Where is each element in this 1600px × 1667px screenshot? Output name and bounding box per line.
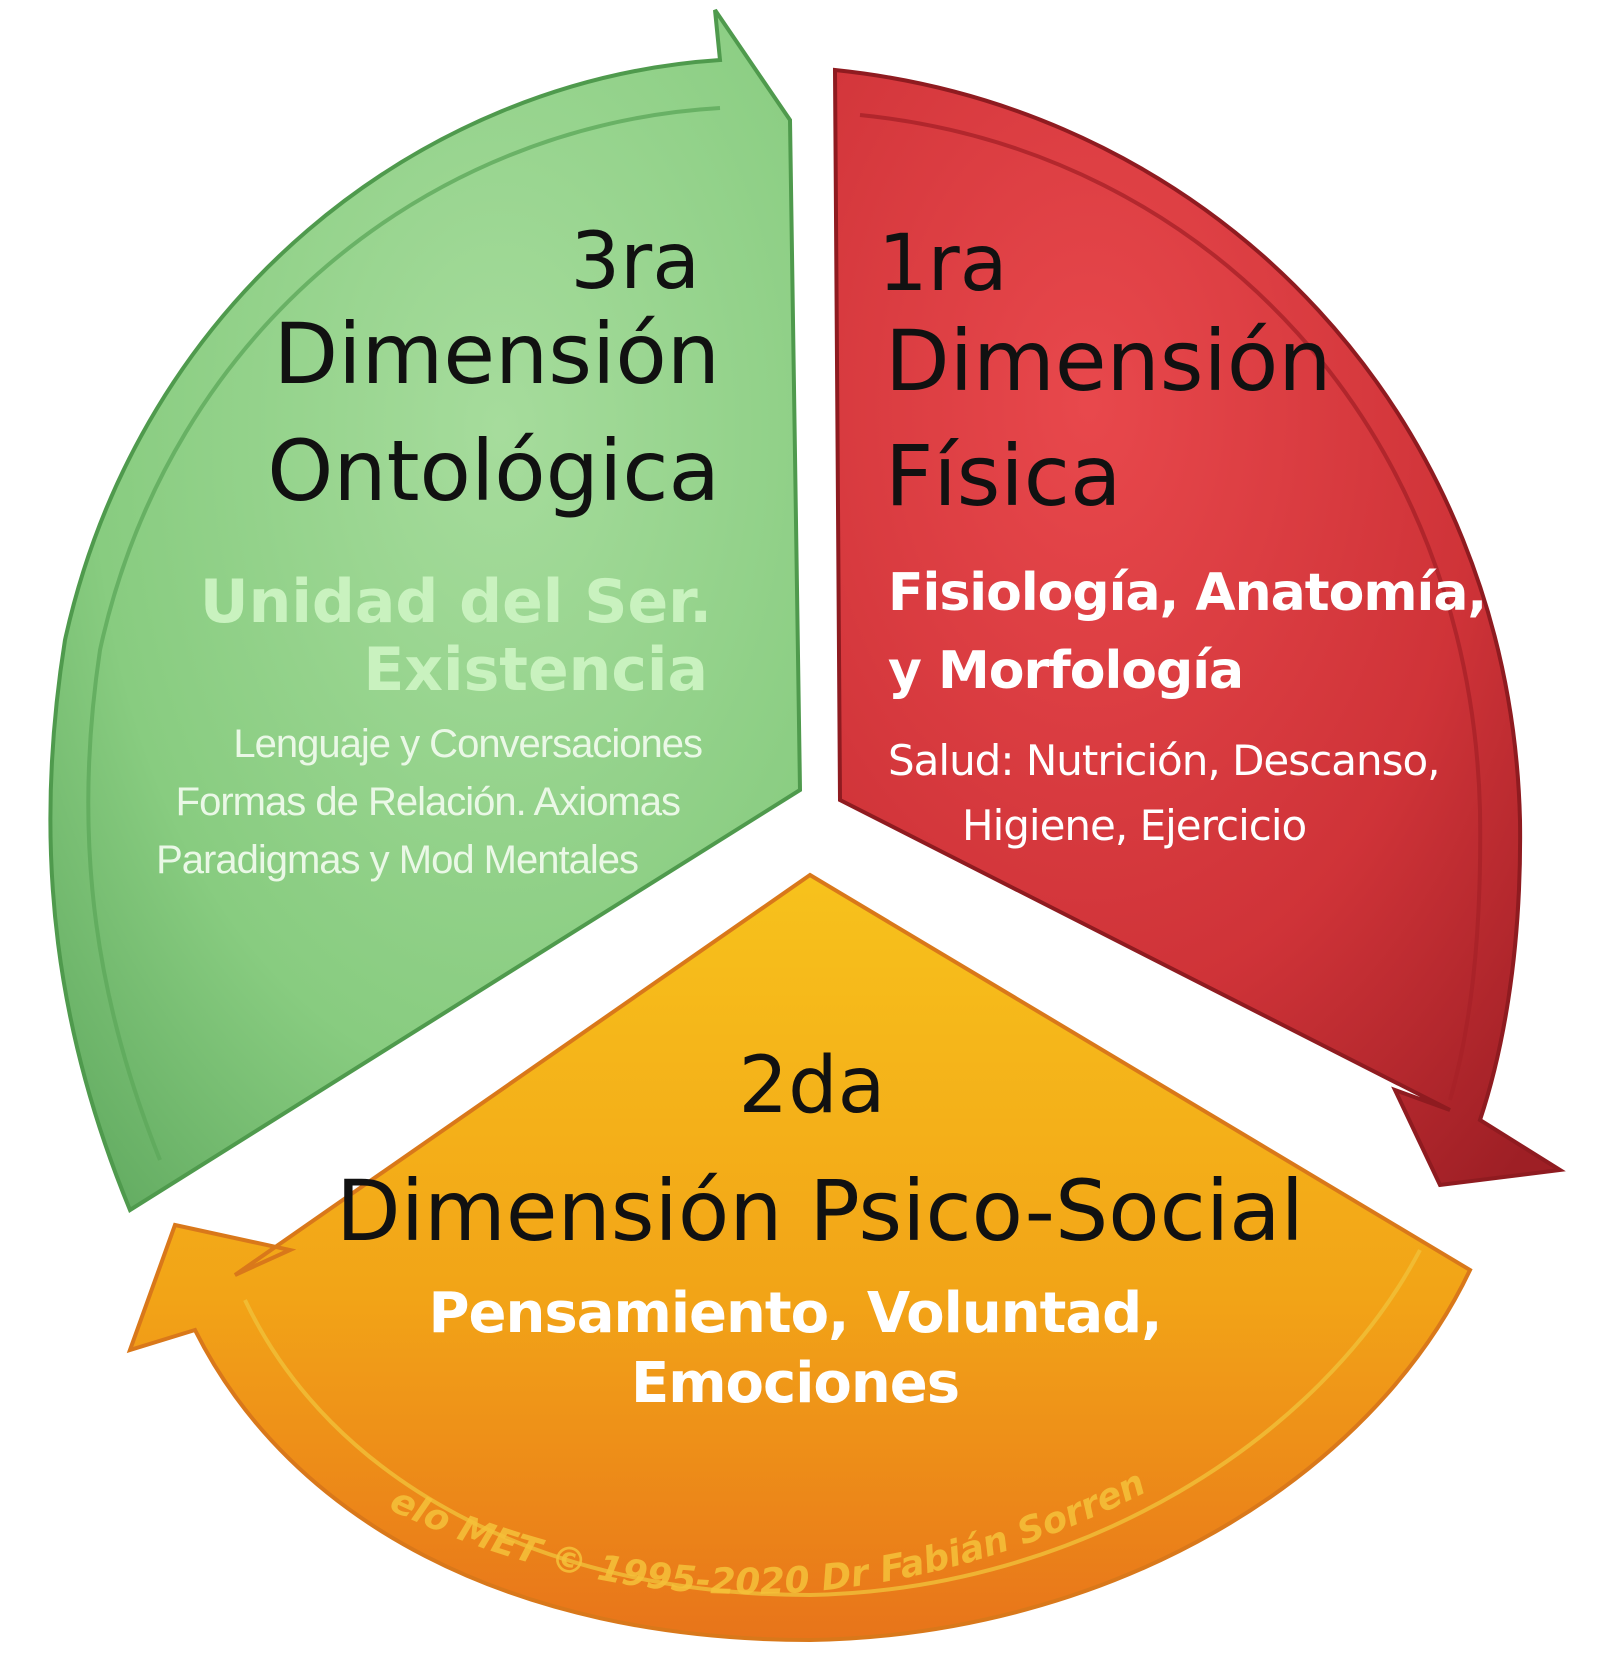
second-title: Dimensión Psico-Social: [336, 1162, 1304, 1260]
first-title-line1: Dimensión: [885, 312, 1332, 410]
first-subtitle-line2: y Morfología: [888, 641, 1243, 701]
third-detail-line1: Lenguaje y Conversaciones: [233, 722, 702, 766]
segment-second-shape: [126, 872, 1473, 1643]
third-title-line2: Ontológica: [267, 422, 720, 520]
third-detail-line3: Paradigmas y Mod Mentales: [156, 838, 638, 882]
third-subtitle-line1: Unidad del Ser.: [200, 567, 712, 637]
second-subtitle-line1: Pensamiento, Voluntad,: [428, 1281, 1161, 1346]
third-title-line1: Dimensión: [274, 305, 721, 403]
second-number: 2da: [739, 1041, 886, 1131]
first-detail-line1: Salud: Nutrición, Descanso,: [888, 736, 1440, 785]
second-subtitle-line2: Emociones: [631, 1351, 959, 1416]
third-number: 3ra: [571, 217, 701, 307]
third-detail-line2: Formas de Relación. Axiomas: [176, 780, 680, 824]
segment-third-shape: [48, 8, 803, 1213]
third-subtitle-line2: Existencia: [363, 635, 708, 705]
first-title-line2: Física: [885, 427, 1121, 525]
first-subtitle-line1: Fisiología, Anatomía,: [888, 563, 1486, 623]
first-number: 1ra: [878, 219, 1008, 309]
segment-first-shape: [832, 67, 1566, 1188]
first-detail-line2: Higiene, Ejercicio: [962, 801, 1306, 850]
